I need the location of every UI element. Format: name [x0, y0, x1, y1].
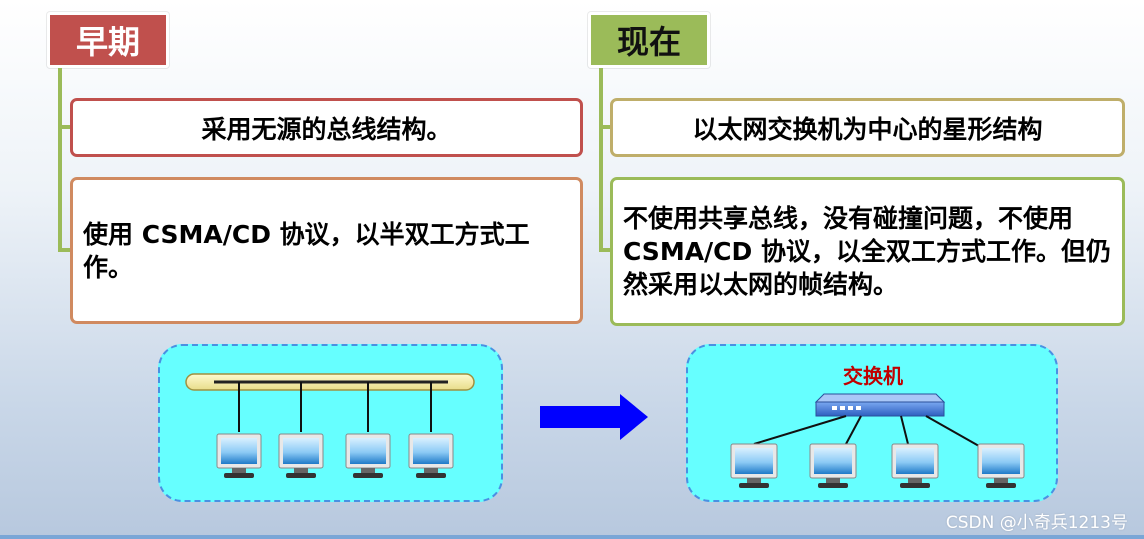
star-links: [753, 415, 987, 451]
right-arrow-icon: [540, 394, 648, 440]
now-desc-box: 不使用共享总线，没有碰撞问题，不使用 CSMA/CD 协议，以全双工方式工作。但…: [610, 177, 1125, 326]
right-connector-1: [599, 125, 613, 129]
bottom-divider: [0, 535, 1144, 539]
switch-icon: [814, 393, 946, 417]
star-computer-icon: [977, 443, 1025, 488]
bus-drops: [238, 382, 432, 432]
bus-computer-icon: [408, 433, 454, 478]
early-title-box: 采用无源的总线结构。: [70, 98, 583, 157]
now-title-text: 以太网交换机为中心的星形结构: [692, 114, 1043, 144]
now-desc-text: 不使用共享总线，没有碰撞问题，不使用 CSMA/CD 协议，以全双工方式工作。但…: [623, 204, 1111, 299]
bus-computer-icon: [278, 433, 324, 478]
now-title-box: 以太网交换机为中心的星形结构: [610, 98, 1125, 157]
bus-computer-icon: [345, 433, 391, 478]
left-connector-1: [58, 125, 72, 129]
bus-computer-icon: [216, 433, 262, 478]
left-connector-2: [58, 248, 72, 252]
switch-label: 交换机: [843, 364, 903, 388]
now-tag: 现在: [588, 12, 710, 68]
star-computer-icon: [891, 443, 939, 488]
star-computer-icon: [730, 443, 778, 488]
early-title-text: 采用无源的总线结构。: [201, 114, 452, 144]
right-connector-vertical: [599, 68, 603, 250]
bus-topology-panel: [158, 344, 503, 502]
star-topology-panel: 交换机: [686, 344, 1058, 502]
early-desc-text: 使用 CSMA/CD 协议，以半双工方式工作。: [83, 219, 530, 282]
right-connector-2: [599, 248, 613, 252]
star-topology-diagram: [730, 393, 1025, 488]
now-tag-label: 现在: [616, 23, 681, 61]
early-tag: 早期: [47, 12, 169, 68]
star-computer-icon: [809, 443, 857, 488]
left-connector-vertical: [58, 68, 62, 250]
bus-topology-diagram: [185, 373, 475, 478]
watermark: CSDN @小奇兵1213号: [945, 513, 1128, 533]
early-desc-box: 使用 CSMA/CD 协议，以半双工方式工作。: [70, 177, 583, 324]
early-tag-label: 早期: [75, 23, 140, 61]
